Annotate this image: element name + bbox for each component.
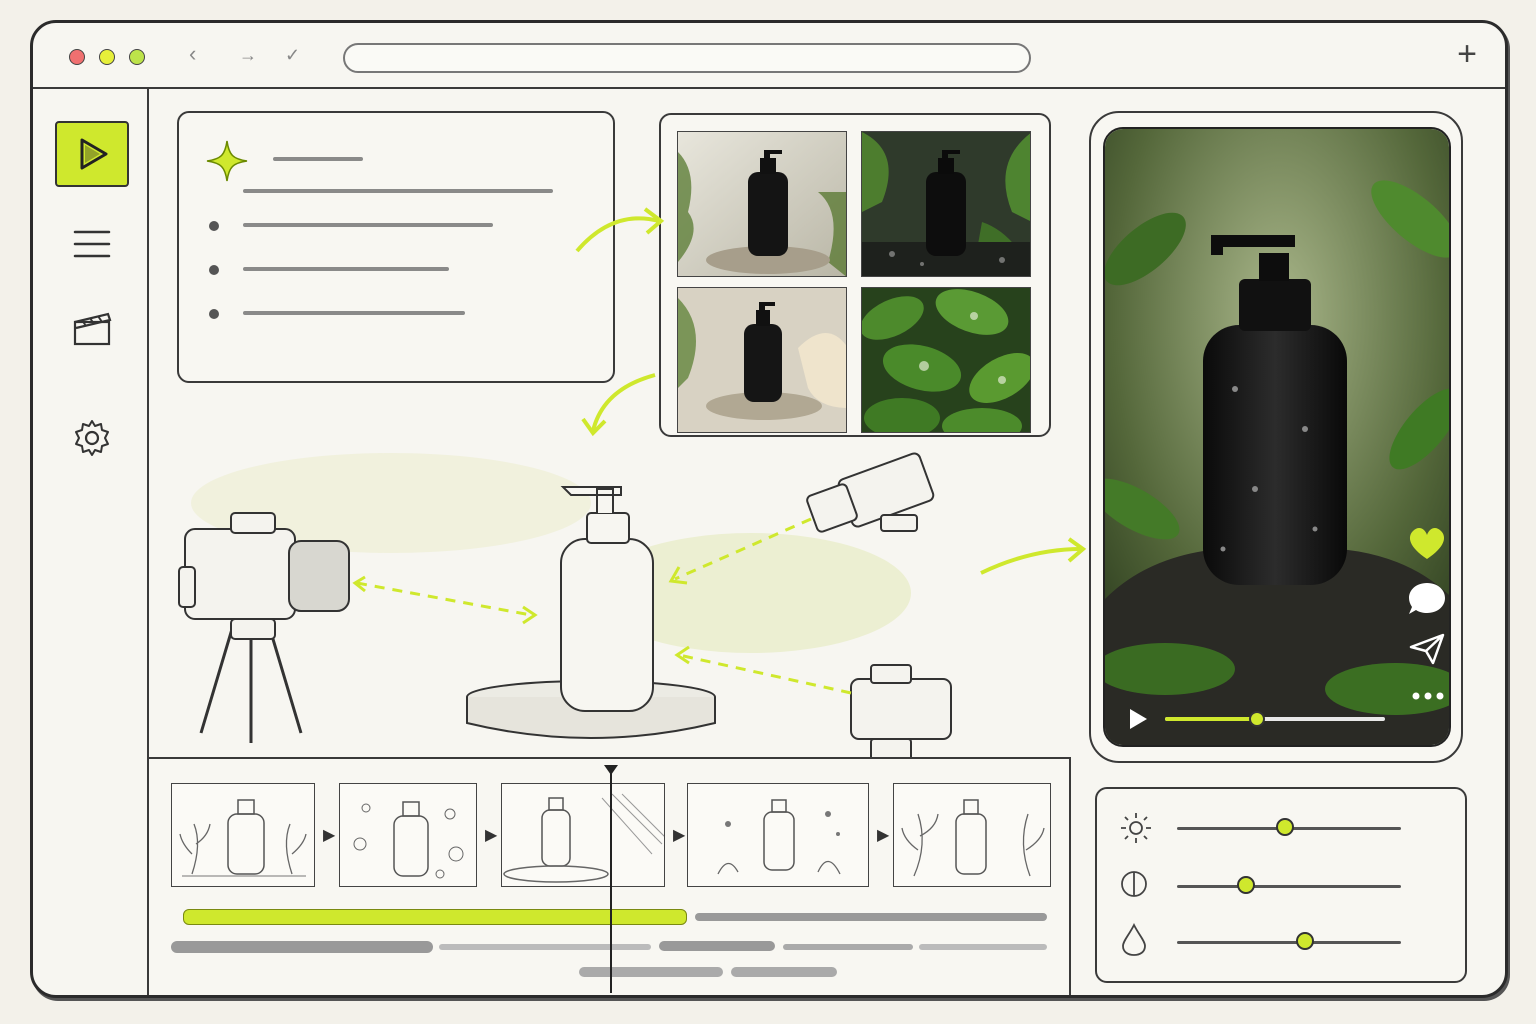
product-video-frame — [1105, 129, 1449, 745]
prompt-bullet-line — [243, 267, 449, 271]
title-bar: ‹ → ✓ + — [33, 23, 1505, 89]
video-progress-knob[interactable] — [1249, 711, 1266, 727]
forward-icon[interactable]: → — [239, 45, 257, 65]
brightness-slider-knob[interactable] — [1275, 818, 1294, 836]
saturation-slider[interactable] — [1177, 941, 1401, 944]
scene-sketch — [178, 452, 1087, 763]
clapperboard-icon — [73, 312, 112, 346]
prompt-bullet-line — [243, 223, 493, 227]
effect-track-clip[interactable] — [579, 967, 723, 977]
prompt-title-line — [273, 157, 363, 161]
video-progress-track[interactable] — [1165, 711, 1385, 727]
comment-icon[interactable] — [1407, 581, 1447, 617]
storyboard-frame[interactable] — [687, 783, 869, 887]
prompt-panel[interactable] — [177, 111, 615, 383]
close-window-button[interactable] — [69, 49, 85, 65]
audio-track-clip[interactable] — [783, 944, 913, 950]
audio-track-clip[interactable] — [919, 944, 1047, 950]
image-gallery — [659, 113, 1051, 437]
gallery-thumb-towel[interactable] — [677, 287, 847, 433]
bottle-with-towel-photo — [678, 288, 846, 432]
bottle-wet-leaves-photo — [862, 132, 1030, 276]
app-window: ‹ → ✓ + — [30, 20, 1508, 998]
bullet-dot — [209, 221, 219, 231]
frame-arrow-icon: ▶ — [485, 827, 498, 844]
gallery-thumb-wet-leaves[interactable] — [861, 131, 1031, 277]
storyboard-frame[interactable] — [893, 783, 1051, 887]
sidebar-item-menu[interactable] — [55, 211, 129, 277]
timeline-panel: ▶ ▶ ▶ ▶ — [149, 757, 1071, 995]
prompt-text-line — [243, 189, 553, 193]
gear-icon — [75, 420, 109, 456]
storyboard-frame[interactable] — [339, 783, 477, 887]
minimize-window-button[interactable] — [99, 49, 115, 65]
sparkle-icon — [206, 140, 248, 182]
drone-top-sketch — [806, 452, 935, 533]
playhead-handle[interactable] — [604, 765, 618, 775]
bottle-sketch — [466, 486, 716, 739]
new-tab-icon[interactable]: + — [1457, 35, 1477, 73]
video-preview — [1089, 111, 1463, 763]
audio-track-clip[interactable] — [439, 944, 651, 950]
back-icon[interactable]: ‹ — [189, 41, 197, 66]
bottle-leaves-sketch — [179, 799, 307, 877]
sidebar-item-clapperboard[interactable] — [55, 295, 129, 361]
drone-bottom-sketch — [850, 664, 952, 763]
bottle-pedestal-sketch — [503, 793, 664, 883]
bottle-splash-sketch — [717, 799, 841, 875]
timeline-playhead[interactable] — [604, 765, 618, 993]
contrast-slider[interactable] — [1177, 885, 1401, 888]
frame-arrow-icon: ▶ — [673, 827, 686, 844]
saturation-slider-knob[interactable] — [1295, 932, 1314, 950]
bottle-bubbles-sketch — [353, 801, 464, 879]
effect-track-clip[interactable] — [731, 967, 837, 977]
bottle-leaves-sketch — [901, 799, 1045, 877]
storyboard-frame[interactable] — [501, 783, 665, 887]
wet-leaves-photo — [862, 288, 1030, 432]
camera-sketch — [178, 512, 350, 743]
preview-screen[interactable] — [1103, 127, 1451, 747]
video-progress-fill — [1165, 717, 1258, 721]
storyboard-frame[interactable] — [171, 783, 315, 887]
maximize-window-button[interactable] — [129, 49, 145, 65]
audio-track-clip[interactable] — [171, 941, 433, 953]
heart-icon[interactable] — [1405, 525, 1449, 561]
video-track-clip[interactable] — [695, 913, 1047, 921]
saturation-drop-icon — [1122, 923, 1146, 956]
bottle-on-stone-photo — [678, 132, 846, 276]
audio-track-clip[interactable] — [659, 941, 775, 951]
prompt-bullet-line — [243, 311, 465, 315]
brightness-icon — [1121, 813, 1151, 843]
adjustments-panel — [1095, 787, 1467, 983]
bullet-dot — [209, 265, 219, 275]
sidebar — [33, 89, 149, 995]
frame-arrow-icon: ▶ — [877, 827, 890, 844]
more-icon[interactable] — [1411, 691, 1445, 701]
address-bar[interactable] — [343, 43, 1031, 73]
bullet-dot — [209, 309, 219, 319]
play-icon[interactable] — [1127, 707, 1149, 731]
play-icon — [80, 138, 108, 170]
video-track-clip[interactable] — [183, 909, 687, 925]
gallery-thumb-stone[interactable] — [677, 131, 847, 277]
contrast-icon — [1121, 871, 1147, 897]
menu-icon — [73, 230, 111, 258]
flow-arrows — [575, 207, 665, 437]
sidebar-item-settings[interactable] — [55, 405, 129, 471]
sidebar-item-play[interactable] — [55, 121, 129, 187]
check-icon[interactable]: ✓ — [285, 45, 301, 65]
contrast-slider-knob[interactable] — [1237, 876, 1256, 894]
gallery-thumb-leaves[interactable] — [861, 287, 1031, 433]
frame-arrow-icon: ▶ — [323, 827, 336, 844]
share-icon[interactable] — [1409, 633, 1445, 665]
